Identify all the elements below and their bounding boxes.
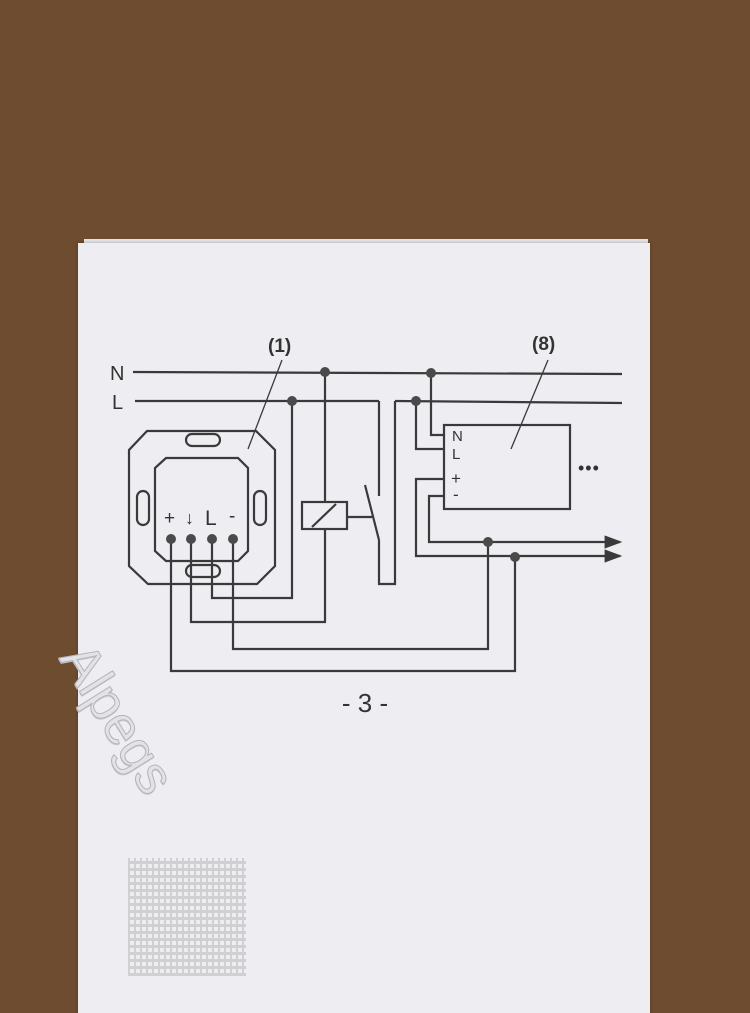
load-terminal-n: N: [452, 428, 463, 445]
switch-contact: [363, 484, 381, 541]
load-terminal-l: L: [452, 446, 460, 463]
device-terminal-l: L: [205, 507, 217, 530]
load-box: [442, 423, 572, 511]
minus-terminal-wire: [231, 539, 490, 651]
relay-coil-slash: [311, 503, 337, 528]
neutral-line: [132, 370, 623, 376]
junction-dots: [166, 367, 520, 562]
faint-qr-code: [128, 858, 246, 976]
device-terminal-minus: -: [229, 506, 235, 527]
load-terminal-plus: +: [451, 469, 461, 488]
neutral-label: N: [110, 363, 124, 385]
callout-load: (8): [532, 334, 555, 355]
live-label: L: [112, 392, 123, 414]
load-plus-wire: [414, 477, 623, 563]
device-outer-frame: [127, 429, 277, 586]
device-inner-frame: [153, 456, 250, 563]
page-number: - 3 -: [341, 688, 389, 718]
l-terminal-wire: [210, 401, 294, 600]
load-minus-wire: [427, 494, 623, 549]
device-terminal-plus: +: [164, 508, 175, 529]
arrow-terminal-wire: [189, 529, 327, 624]
live-line-right: [394, 399, 623, 405]
device-terminal-arrow: ↓: [185, 508, 194, 528]
mount-slot-top: [184, 432, 222, 448]
load-neutral-wire: [429, 372, 444, 437]
callout-leader-8: [510, 359, 549, 450]
load-terminal-minus: -: [453, 485, 459, 504]
callout-device: (1): [268, 336, 291, 357]
mount-slot-bottom: [184, 563, 222, 579]
plus-terminal-wire: [169, 539, 517, 673]
callout-leader-1: [247, 359, 283, 450]
load-live-wire: [414, 401, 444, 451]
mount-slot-right: [252, 489, 268, 527]
continuation-dots: •••: [578, 458, 600, 478]
mount-slot-left: [135, 489, 151, 527]
switch-return-wire: [377, 401, 397, 586]
